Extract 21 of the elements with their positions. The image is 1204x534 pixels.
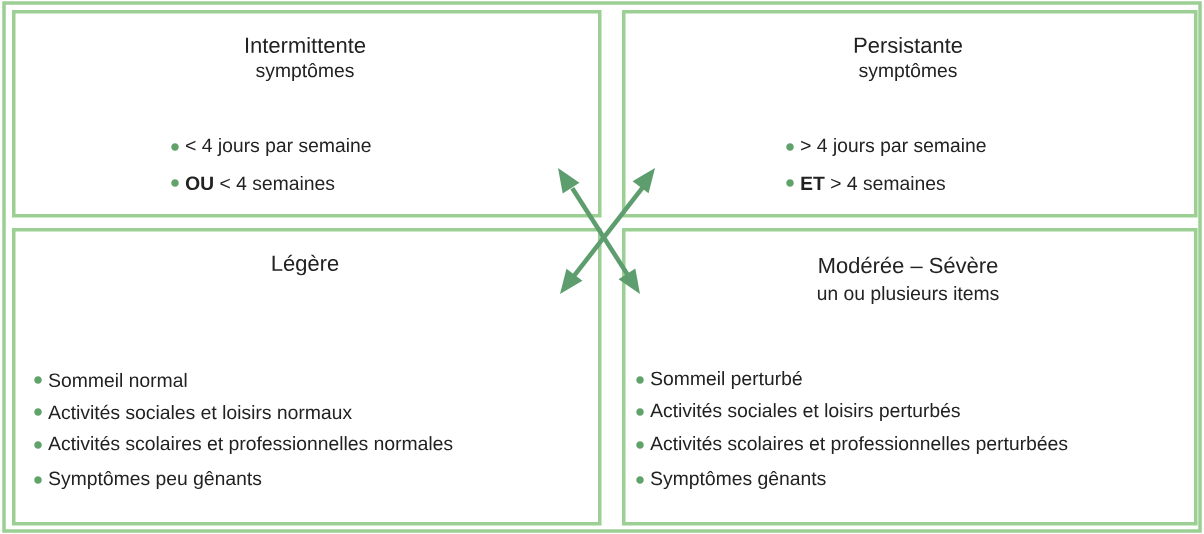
box-subheading: symptômes [859, 63, 957, 82]
bullet-item: Activités scolaires et professionnelles normales [34, 435, 453, 455]
bullet-item: Activités sociales et loisirs perturbés [636, 402, 960, 422]
bullet-item: Symptômes gênants [636, 471, 826, 490]
box-heading: Intermittente [246, 36, 366, 54]
double-arrow [558, 168, 640, 294]
bullet-item: Activités sociales et loisirs normaux [34, 404, 352, 420]
bullet-item: OU < 4 semaines [171, 175, 335, 191]
double-arrow [560, 168, 655, 294]
box-subheading: symptômes [256, 63, 354, 82]
box-heading: Modérée – Sévère [819, 256, 998, 274]
bullet-item: Symptômes peu gênants [34, 471, 262, 490]
box-heading: Persistante [854, 36, 962, 54]
bullet-item: Activités scolaires et professionnelles perturbées [636, 435, 1068, 455]
bullet-item: Sommeil normal [34, 372, 187, 388]
bullet-item: < 4 jours par semaine [171, 138, 371, 156]
bullet-item: > 4 jours par semaine [786, 138, 986, 156]
box-heading: Légère [272, 254, 339, 276]
box-subheading: un ou plusieurs items [817, 286, 999, 304]
bullet-item: ET > 4 semaines [786, 175, 945, 191]
bullet-item: Sommeil perturbé [636, 370, 802, 390]
